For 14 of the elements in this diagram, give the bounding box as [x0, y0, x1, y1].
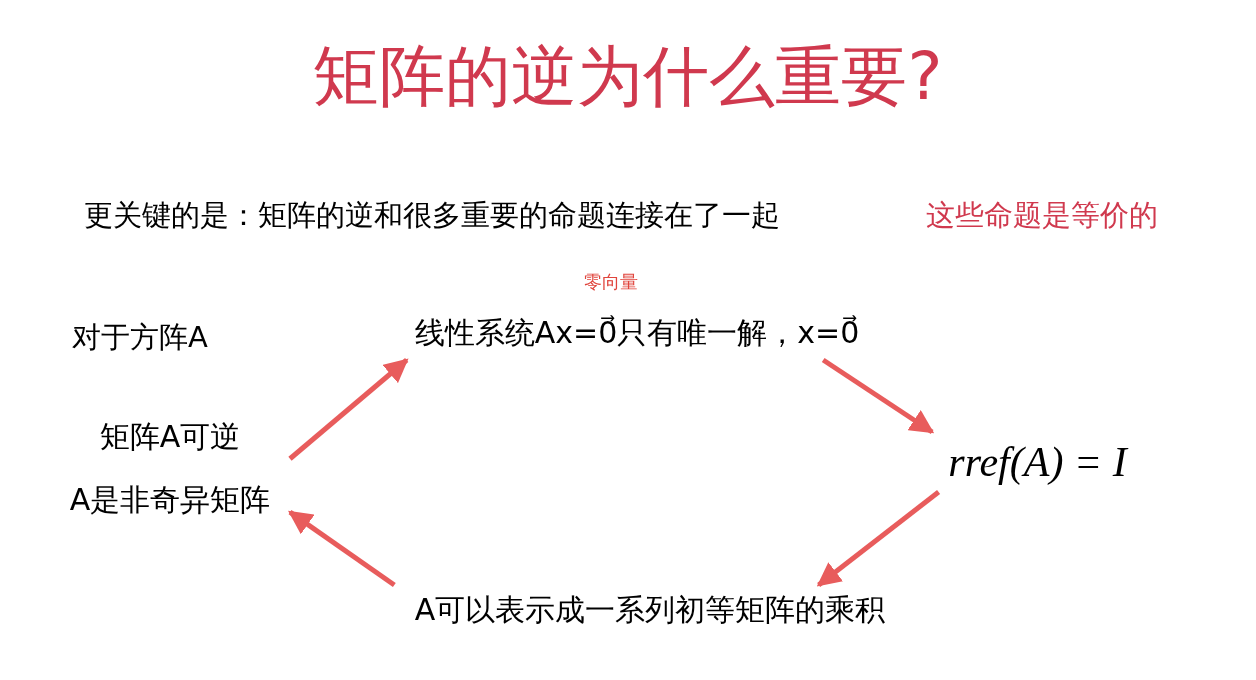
arrow — [821, 357, 935, 435]
subtitle: 更关键的是：矩阵的逆和很多重要的命题连接在了一起 — [84, 197, 780, 234]
statement-text: 线性系统Ax=0⃗只有唯一解，x=0⃗ — [414, 313, 860, 352]
statement-text: rref(A) = I — [948, 437, 1127, 487]
highlight-note: 这些命题是等价的 — [926, 197, 1158, 234]
arrow — [288, 510, 396, 588]
statement-text: A可以表示成一系列初等矩阵的乘积 — [414, 590, 886, 629]
arrow — [816, 490, 941, 587]
statement-text: A是非奇异矩阵 — [69, 481, 271, 519]
annotation-text: 零向量 — [584, 270, 638, 294]
arrow — [288, 358, 409, 461]
title: 矩阵的逆为什么重要? — [312, 44, 944, 110]
statement-text: 矩阵A可逆 — [99, 418, 241, 456]
heading-note: 对于方阵A — [72, 319, 208, 356]
